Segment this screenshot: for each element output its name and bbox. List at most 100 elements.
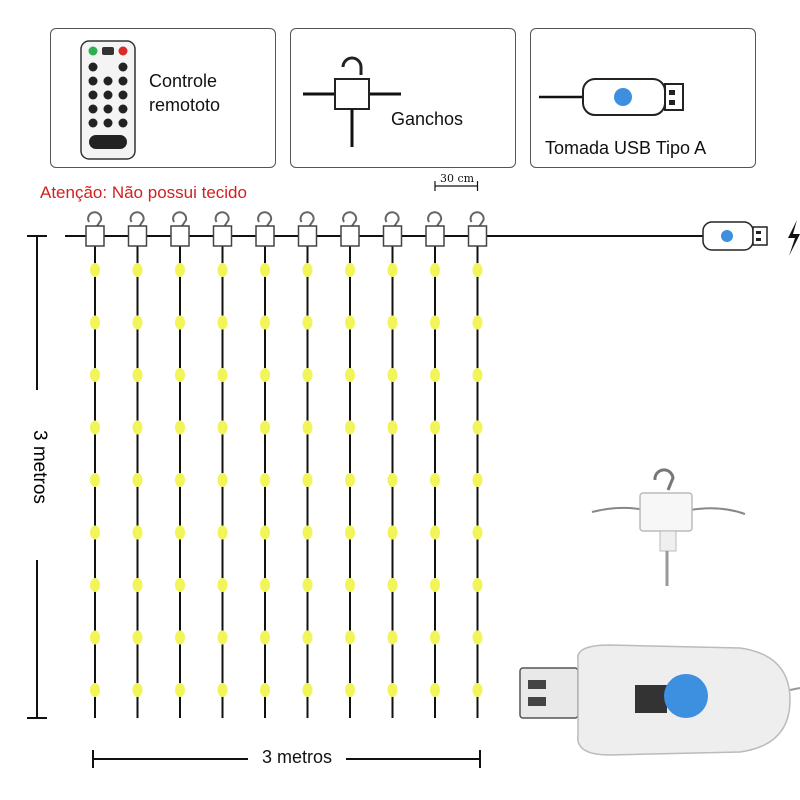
hook-icon: [214, 211, 230, 227]
led-bulb: [260, 630, 270, 645]
led-bulb: [132, 368, 143, 382]
led-bulb: [132, 525, 143, 540]
led-bulb: [260, 473, 270, 487]
led-bulb: [472, 368, 483, 382]
led-bulb: [90, 368, 100, 382]
hook-clip: [85, 225, 105, 247]
led-bulb: [132, 473, 143, 487]
led-bulb: [302, 630, 313, 645]
led-bulb: [90, 630, 100, 645]
led-bulb: [217, 420, 228, 435]
led-bulb: [175, 420, 185, 435]
led-bulb: [217, 315, 228, 330]
led-bulb: [345, 263, 355, 277]
led-bulb: [472, 420, 483, 435]
led-bulb: [430, 578, 440, 592]
accessory-label-hooks: Ganchos: [391, 109, 464, 129]
closeup-hook-clip: [639, 492, 693, 532]
led-bulb: [430, 315, 440, 330]
usb-controller-chip: [635, 685, 667, 713]
led-bulb: [387, 683, 398, 697]
led-bulb: [472, 683, 483, 697]
hook-icon: [299, 211, 315, 227]
led-bulb: [345, 630, 355, 645]
remote-control-icon: [80, 40, 136, 160]
led-bulb: [302, 368, 313, 382]
led-bulb: [260, 420, 270, 435]
led-bulb: [132, 315, 143, 330]
closeup-wire: [591, 506, 646, 513]
led-bulb: [217, 578, 228, 592]
led-bulb: [302, 578, 313, 592]
closeup-hook-stem: [659, 530, 677, 552]
hook-icon: [303, 56, 401, 147]
led-bulb: [472, 630, 483, 645]
led-bulb: [90, 683, 100, 697]
led-bulb: [345, 683, 355, 697]
led-bulb: [430, 368, 440, 382]
hook-clip: [467, 225, 488, 247]
hook-icon: [129, 211, 145, 227]
led-bulb: [90, 315, 100, 330]
led-bulb: [472, 315, 483, 330]
led-bulb: [260, 315, 270, 330]
led-bulb: [260, 578, 270, 592]
led-bulb: [132, 630, 143, 645]
led-bulb: [302, 525, 313, 540]
led-bulb: [90, 473, 100, 487]
usb-a-slot: [528, 697, 546, 706]
hook-icon: [87, 211, 103, 227]
led-bulb: [472, 525, 483, 540]
led-bulb: [302, 683, 313, 697]
led-bulb: [217, 263, 228, 277]
accessory-label-remote: Controle remototo: [149, 71, 221, 115]
hook-clip: [170, 225, 190, 247]
spacing-label: 30 cm: [440, 172, 475, 185]
led-bulb: [472, 578, 483, 592]
led-bulb: [175, 263, 185, 277]
led-bulb: [387, 473, 398, 487]
led-bulb: [430, 525, 440, 540]
led-bulb: [345, 525, 355, 540]
led-bulb: [217, 630, 228, 645]
led-bulb: [132, 263, 143, 277]
led-bulb: [430, 420, 440, 435]
led-bulb: [132, 578, 143, 592]
led-bulb: [175, 315, 185, 330]
hook-icon: [257, 211, 273, 227]
hook-clip: [297, 225, 318, 247]
led-bulb: [345, 578, 355, 592]
usb-controller-wire: [789, 687, 800, 691]
hook-icon: [384, 211, 400, 227]
led-bulb: [217, 368, 228, 382]
led-bulb: [387, 420, 398, 435]
led-bulb: [217, 525, 228, 540]
hook-clip: [340, 225, 360, 247]
hook-clip: [212, 225, 233, 247]
led-bulb: [387, 578, 398, 592]
led-bulb: [217, 473, 228, 487]
closeup-hook-icon: [653, 468, 675, 491]
height-label: 3 metros: [29, 430, 50, 504]
led-bulb: [260, 683, 270, 697]
led-bulb: [260, 525, 270, 540]
usb-controller-button: [664, 674, 708, 718]
led-bulb: [387, 368, 398, 382]
led-bulb: [302, 315, 313, 330]
led-bulb: [90, 420, 100, 435]
hook-clip: [255, 225, 275, 247]
warning-text: Atenção: Não possui tecido: [40, 183, 247, 202]
hook-icon: [469, 211, 485, 227]
power-bolt-icon: [788, 220, 800, 256]
led-bulb: [260, 263, 270, 277]
led-bulb: [90, 263, 100, 277]
led-bulb: [472, 263, 483, 277]
hook-clip: [425, 225, 445, 247]
led-bulb: [387, 525, 398, 540]
hook-clip: [127, 225, 148, 247]
accessory-label-usb: Tomada USB Tipo A: [545, 138, 707, 158]
led-bulb: [387, 263, 398, 277]
led-bulb: [472, 473, 483, 487]
led-bulb: [175, 630, 185, 645]
closeup-wire: [689, 507, 746, 515]
